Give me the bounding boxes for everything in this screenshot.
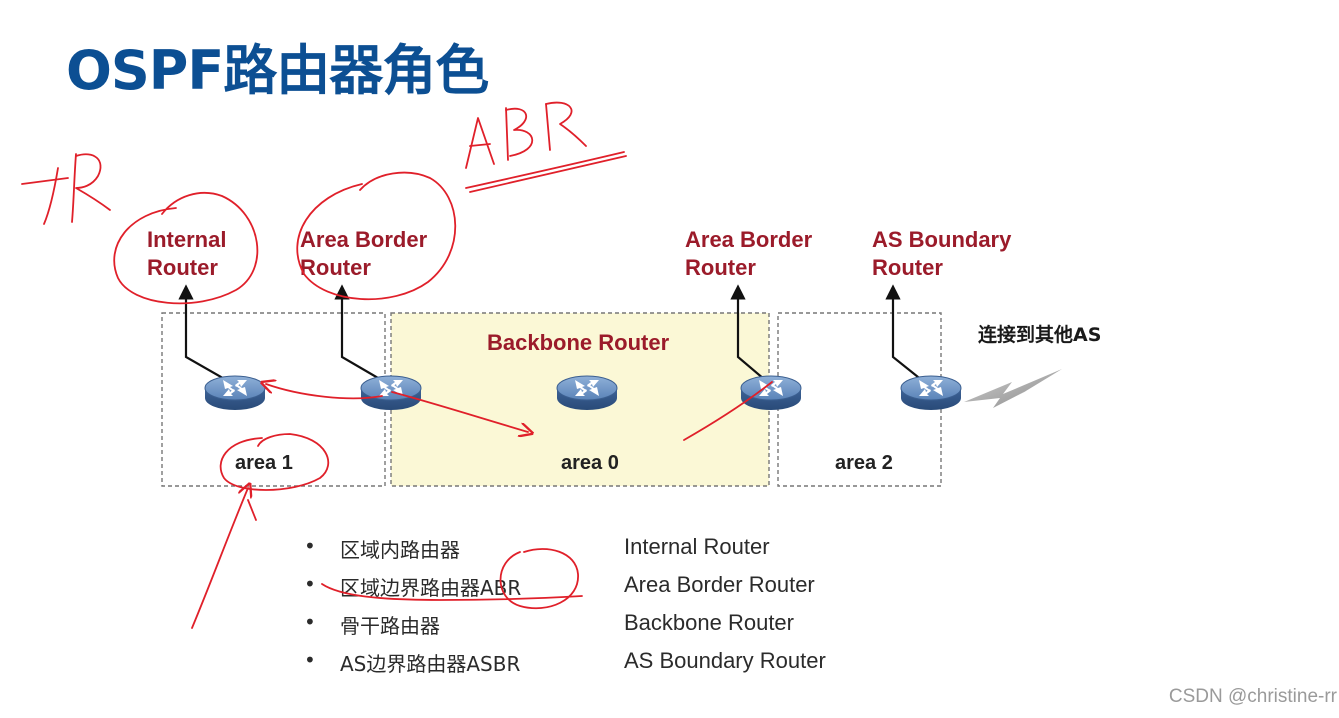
asbr-pointer <box>885 284 929 386</box>
arrow-abr-to-internal <box>266 384 383 400</box>
circle-area-1 <box>219 433 330 491</box>
legend-zh: 区域边界路由器ABR <box>340 576 522 600</box>
area-1-label: area 1 <box>235 452 293 474</box>
circle-abr-left <box>296 171 457 301</box>
abr-right-label: Area Border Router <box>685 227 813 280</box>
legend-en: AS Boundary Router <box>624 648 826 673</box>
legend-list: • 区域内路由器 Internal Router • 区域边界路由器ABR Ar… <box>304 532 864 684</box>
arrow-abr-to-backbone <box>391 391 528 432</box>
legend-en: Area Border Router <box>624 572 815 597</box>
bullet: • <box>304 648 316 672</box>
circle-legend-abr <box>499 548 579 610</box>
legend-item-backbone: • 骨干路由器 Backbone Router <box>304 608 864 646</box>
abr-right-pointer <box>730 284 772 386</box>
bullet: • <box>304 534 316 558</box>
area-0-label: area 0 <box>561 452 619 474</box>
bullet: • <box>304 610 316 634</box>
internal-router-pointer <box>178 284 236 386</box>
underline-abr <box>465 151 625 189</box>
legend-item-internal: • 区域内路由器 Internal Router <box>304 532 864 570</box>
bullet: • <box>304 572 316 596</box>
underline-legend-abr <box>321 583 583 601</box>
external-as-label: 连接到其他AS <box>978 324 1102 346</box>
legend-item-abr: • 区域边界路由器ABR Area Border Router <box>304 570 864 608</box>
handwritten-abr-text <box>465 117 495 169</box>
area-2-label: area 2 <box>835 452 893 474</box>
watermark: CSDN @christine-rr <box>1168 686 1337 707</box>
internal-router-label: Internal Router <box>147 227 227 280</box>
legend-en: Internal Router <box>624 534 770 559</box>
legend-zh: 区域内路由器 <box>340 538 460 562</box>
legend-zh: AS边界路由器ASBR <box>340 652 521 676</box>
abr-left-label: Area Border Router <box>300 227 428 280</box>
legend-en: Backbone Router <box>624 610 794 635</box>
legend-item-asbr: • AS边界路由器ASBR AS Boundary Router <box>304 646 864 684</box>
stroke-right-abr <box>683 381 773 441</box>
backbone-router-label: Backbone Router <box>487 330 670 355</box>
lightning-icon <box>964 369 1062 408</box>
asbr-label: AS Boundary Router <box>872 227 1012 280</box>
abr-left-pointer <box>334 284 391 386</box>
circle-internal-router <box>113 192 259 305</box>
legend-zh: 骨干路由器 <box>340 614 440 638</box>
page-title: OSPF路由器角色 <box>66 39 489 102</box>
handwritten-ir-stroke <box>21 177 69 185</box>
arrow-to-area-1 <box>191 488 248 629</box>
area-1-box <box>161 312 386 487</box>
